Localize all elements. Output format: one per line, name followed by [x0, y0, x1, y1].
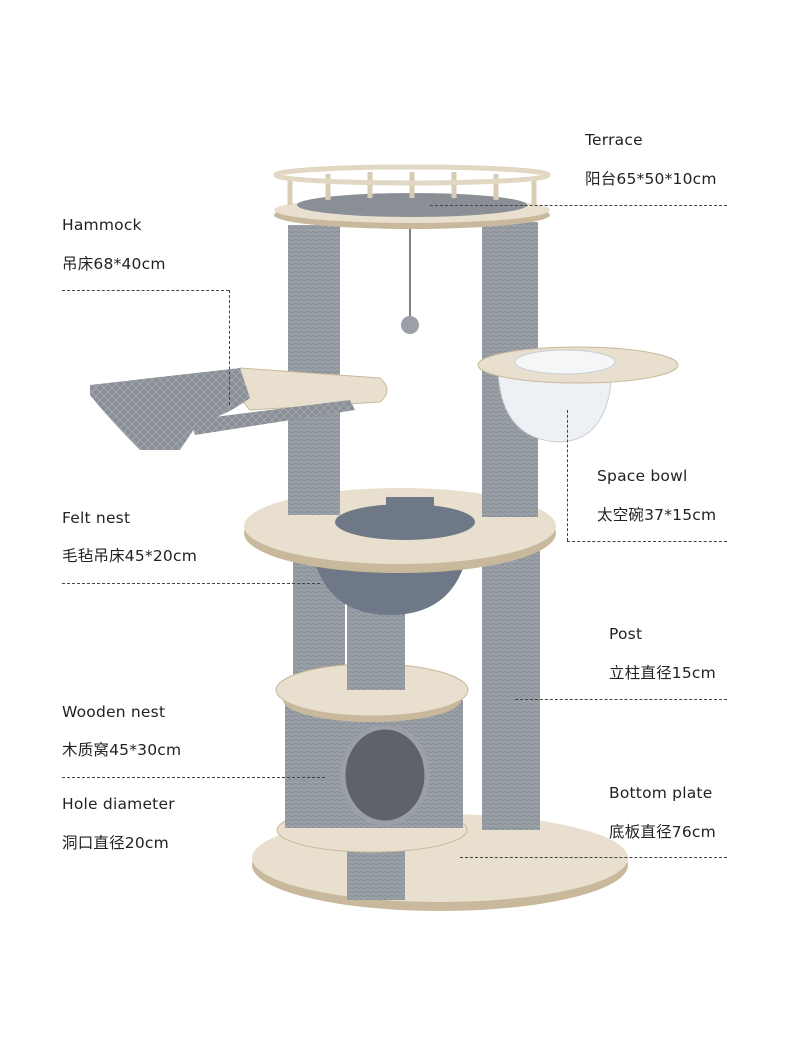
toy-ball	[401, 316, 419, 334]
space-bowl-label: Space bowl	[597, 467, 688, 485]
post-label: Post	[609, 625, 643, 643]
space-bowl-size: 太空碗37*15cm	[597, 506, 717, 524]
space-bowl	[477, 346, 679, 443]
terrace	[273, 164, 551, 229]
terrace-leader-line	[430, 205, 727, 206]
hammock-size: 吊床68*40cm	[62, 255, 166, 273]
post-leader-line	[515, 699, 727, 700]
space-bowl-leader-line	[567, 541, 727, 542]
terrace-size: 阳台65*50*10cm	[585, 170, 717, 188]
hammock-leader-vertical	[229, 290, 230, 405]
bottom-plate-leader-line	[460, 857, 727, 858]
terrace-label: Terrace	[585, 131, 643, 149]
wooden-nest-size: 木质窝45*30cm	[62, 741, 182, 759]
felt-nest-label: Felt nest	[62, 509, 131, 527]
wooden-nest-label: Wooden nest	[62, 703, 166, 721]
hammock	[90, 367, 388, 450]
post-left-upper	[288, 225, 340, 515]
wooden-nest-leader-line	[62, 777, 325, 778]
wooden-nest	[275, 663, 469, 853]
bottom-plate-size: 底板直径76cm	[609, 823, 716, 841]
post-right-lower	[482, 540, 540, 830]
bottom-plate-label: Bottom plate	[609, 784, 713, 802]
hammock-label: Hammock	[62, 216, 142, 234]
post-size: 立柱直径15cm	[609, 664, 716, 682]
hole	[340, 724, 430, 826]
felt-nest-leader-line	[62, 583, 320, 584]
space-bowl-leader-vertical	[567, 410, 568, 541]
hole-diameter-size: 洞口直径20cm	[62, 834, 169, 852]
hammock-leader-line	[62, 290, 229, 291]
felt-nest-size: 毛毡吊床45*20cm	[62, 547, 198, 565]
hole-diameter-label: Hole diameter	[62, 795, 175, 813]
